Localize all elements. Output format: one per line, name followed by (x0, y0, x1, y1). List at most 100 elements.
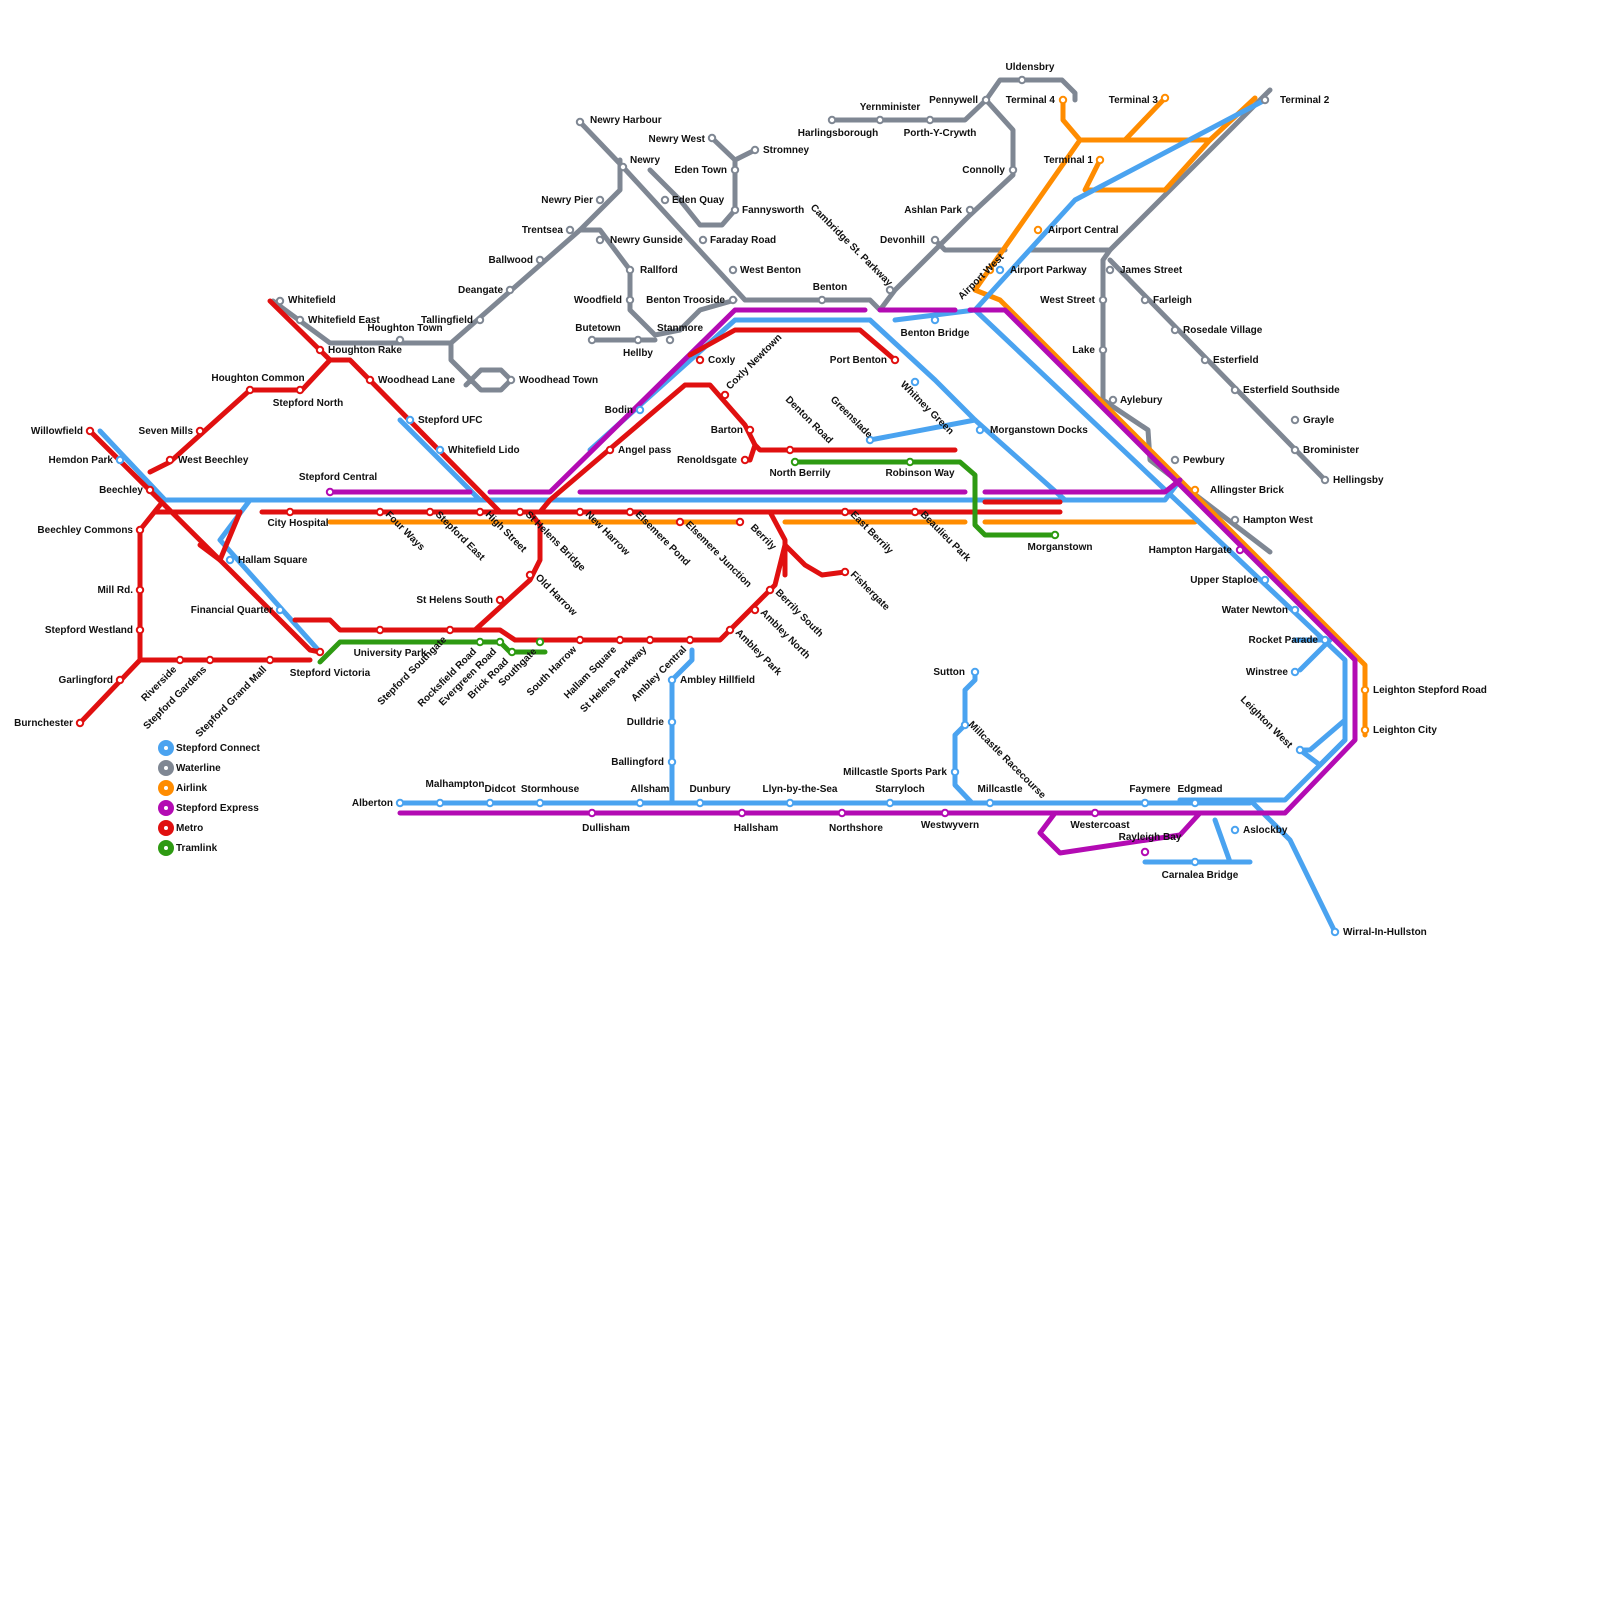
station-marker-stanmore[interactable] (667, 337, 673, 343)
station-label-stepford-victoria[interactable]: Stepford Victoria (290, 668, 371, 679)
station-label-airport-central[interactable]: Airport Central (1048, 225, 1119, 236)
station-label-ashlan-park[interactable]: Ashlan Park (904, 205, 962, 216)
station-marker-elsemere-pond[interactable] (627, 509, 633, 515)
station-marker-butetown[interactable] (589, 337, 595, 343)
station-marker-garlingford[interactable] (117, 677, 123, 683)
station-marker-allsham[interactable] (637, 800, 643, 806)
station-label-hallsham[interactable]: Hallsham (734, 823, 779, 834)
station-label-ballwood[interactable]: Ballwood (489, 255, 533, 266)
station-marker-mill-rd[interactable] (137, 587, 143, 593)
station-marker-tallingfield[interactable] (477, 317, 483, 323)
station-label-benton[interactable]: Benton (813, 282, 847, 293)
station-marker-stepford-westland[interactable] (137, 627, 143, 633)
station-marker-eden-quay[interactable] (662, 197, 668, 203)
station-marker-yernminister[interactable] (877, 117, 883, 123)
station-marker-water-newton[interactable] (1292, 607, 1298, 613)
station-marker-stepford-north[interactable] (297, 387, 303, 393)
station-label-deangate[interactable]: Deangate (458, 285, 503, 296)
station-marker-benton[interactable] (819, 297, 825, 303)
station-label-esterfield-southside[interactable]: Esterfield Southside (1243, 385, 1340, 396)
station-marker-fishergate[interactable] (842, 569, 848, 575)
station-marker-hampton-west[interactable] (1232, 517, 1238, 523)
station-label-woodhead-lane[interactable]: Woodhead Lane (378, 375, 455, 386)
station-label-west-beechley[interactable]: West Beechley (178, 455, 249, 466)
station-label-hallam-square[interactable]: Hallam Square (238, 555, 308, 566)
station-label-james-street[interactable]: James Street (1120, 265, 1183, 276)
station-marker-port-benton[interactable] (892, 357, 898, 363)
station-marker-hallam-square-metro[interactable] (617, 637, 623, 643)
station-label-four-ways[interactable]: Four Ways (383, 509, 427, 553)
station-label-burnchester[interactable]: Burnchester (14, 718, 73, 729)
station-label-bodin[interactable]: Bodin (605, 405, 633, 416)
station-marker-ashlan-park[interactable] (967, 207, 973, 213)
station-label-denton-road[interactable]: Denton Road (783, 394, 835, 446)
station-marker-llyn-by-the-sea[interactable] (787, 800, 793, 806)
station-marker-aylebury[interactable] (1110, 397, 1116, 403)
station-label-fishergate[interactable]: Fishergate (848, 569, 892, 613)
station-marker-rosedale-village[interactable] (1172, 327, 1178, 333)
station-marker-riverside[interactable] (177, 657, 183, 663)
station-marker-financial-quarter[interactable] (277, 607, 283, 613)
station-label-hemdon-park[interactable]: Hemdon Park (49, 455, 114, 466)
station-label-whitefield-lido[interactable]: Whitefield Lido (448, 445, 520, 456)
station-label-leighton-stepford-road[interactable]: Leighton Stepford Road (1373, 685, 1487, 696)
station-marker-benton-bridge[interactable] (932, 317, 938, 323)
station-label-elsemere-junction[interactable]: Elsemere Junction (683, 519, 754, 590)
station-marker-west-beechley[interactable] (167, 457, 173, 463)
station-label-faymere[interactable]: Faymere (1129, 784, 1171, 795)
station-label-newry-west[interactable]: Newry West (648, 134, 705, 145)
station-marker-berrily[interactable] (737, 519, 743, 525)
station-label-wirral-in-hullston[interactable]: Wirral-In-Hullston (1343, 927, 1427, 938)
station-marker-hallam-square[interactable] (227, 557, 233, 563)
station-marker-high-street[interactable] (477, 509, 483, 515)
station-label-rosedale-village[interactable]: Rosedale Village (1183, 325, 1263, 336)
legend-item-tramlink[interactable]: Tramlink (158, 838, 260, 858)
station-marker-barton[interactable] (747, 427, 753, 433)
station-marker-denton-road[interactable] (787, 447, 793, 453)
station-label-dulldrie[interactable]: Dulldrie (627, 717, 665, 728)
station-label-robinson-way[interactable]: Robinson Way (885, 468, 955, 479)
station-marker-pennywell[interactable] (983, 97, 989, 103)
station-label-aslockby[interactable]: Aslockby (1243, 825, 1288, 836)
station-label-houghton-rake[interactable]: Houghton Rake (328, 345, 402, 356)
station-marker-old-harrow[interactable] (527, 572, 533, 578)
station-label-stanmore[interactable]: Stanmore (657, 323, 704, 334)
station-marker-hampton-hargate[interactable] (1237, 547, 1243, 553)
station-label-hellby[interactable]: Hellby (623, 348, 653, 359)
station-label-greenslade[interactable]: Greenslade (828, 394, 875, 441)
station-label-garlingford[interactable]: Garlingford (59, 675, 113, 686)
station-label-willowfield[interactable]: Willowfield (31, 426, 83, 437)
station-marker-eden-town[interactable] (732, 167, 738, 173)
station-label-ambley-hillfield[interactable]: Ambley Hillfield (680, 675, 755, 686)
station-marker-newry[interactable] (620, 164, 626, 170)
station-label-newry-harbour[interactable]: Newry Harbour (590, 115, 662, 126)
station-marker-allingster-brick[interactable] (1192, 487, 1198, 493)
station-marker-hemdon-park[interactable] (117, 457, 123, 463)
station-label-morganstown[interactable]: Morganstown (1028, 542, 1093, 553)
station-marker-city-hospital[interactable] (287, 509, 293, 515)
station-marker-faraday-road[interactable] (700, 237, 706, 243)
station-marker-leighton-stepford-road[interactable] (1362, 687, 1368, 693)
station-marker-beechley[interactable] (147, 487, 153, 493)
station-marker-houghton-rake[interactable] (317, 347, 323, 353)
station-label-rallford[interactable]: Rallford (640, 265, 678, 276)
station-label-upper-staploe[interactable]: Upper Staploe (1190, 575, 1258, 586)
station-marker-houghton-town[interactable] (397, 337, 403, 343)
station-label-old-harrow[interactable]: Old Harrow (533, 572, 579, 618)
station-label-millcastle-sports-park[interactable]: Millcastle Sports Park (843, 767, 947, 778)
station-label-llyn-by-the-sea[interactable]: Llyn-by-the-Sea (762, 784, 837, 795)
station-label-yernminister[interactable]: Yernminister (860, 102, 921, 113)
station-label-new-harrow[interactable]: New Harrow (583, 509, 632, 558)
station-marker-fannysworth[interactable] (732, 207, 738, 213)
station-marker-stormhouse[interactable] (537, 800, 543, 806)
station-label-porth-y-crywth[interactable]: Porth-Y-Crywth (904, 128, 977, 139)
station-marker-whitefield[interactable] (277, 298, 283, 304)
station-label-dunbury[interactable]: Dunbury (689, 784, 731, 795)
station-marker-burnchester[interactable] (77, 720, 83, 726)
station-marker-woodhead-lane[interactable] (367, 377, 373, 383)
station-label-woodfield[interactable]: Woodfield (574, 295, 622, 306)
station-label-farleigh[interactable]: Farleigh (1153, 295, 1192, 306)
station-label-devonhill[interactable]: Devonhill (880, 235, 925, 246)
station-label-north-berrily[interactable]: North Berrily (769, 468, 831, 479)
station-marker-rocksfield-road[interactable] (477, 639, 483, 645)
